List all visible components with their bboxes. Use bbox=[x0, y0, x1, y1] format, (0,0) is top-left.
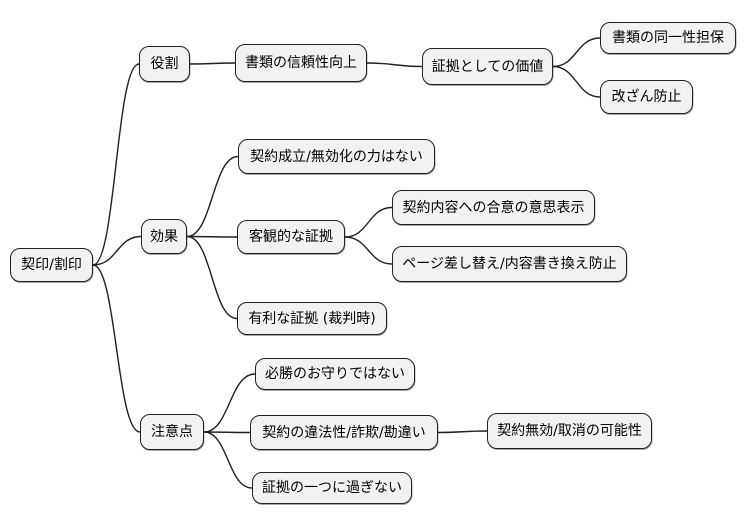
node-doitsusei: 書類の同一性担保 bbox=[600, 22, 736, 54]
node-hissho-omamori: 必勝のお守りではない bbox=[255, 358, 415, 390]
node-keiyaku-muko: 契約無効/取消の可能性 bbox=[487, 413, 652, 449]
edge-shinraisei-shoko-kachi bbox=[366, 62, 423, 68]
edge-yakuwari-shinraisei bbox=[189, 62, 236, 65]
edge-kouka-kyakkanteki bbox=[186, 235, 238, 238]
node-kaizan-boshi: 改ざん防止 bbox=[600, 80, 693, 114]
edge-kouka-yurina-shoko bbox=[186, 235, 238, 320]
node-yurina-shoko: 有利な証拠 (裁判時) bbox=[237, 302, 387, 335]
node-goui-ishihyoji: 契約内容への合意の意思表示 bbox=[392, 190, 595, 225]
node-shoko-kachi: 証拠としての価値 bbox=[422, 48, 553, 85]
edge-root-chuiten bbox=[92, 264, 141, 433]
edge-root-yakuwari bbox=[92, 63, 140, 266]
edge-root-kouka bbox=[92, 235, 142, 266]
edge-kouka-seiritsu-mukoka bbox=[186, 155, 239, 238]
node-sashikae-boshi: ページ差し替え/内容書き換え防止 bbox=[392, 246, 627, 282]
edge-shoko-kachi-kaizan-boshi bbox=[552, 65, 601, 98]
edge-chuiten-hissho-omamori bbox=[203, 373, 256, 433]
node-kyakkanteki: 客観的な証拠 bbox=[237, 220, 345, 254]
node-root: 契印/割印 bbox=[10, 248, 93, 282]
edge-chuiten-shoko-hitotsu bbox=[203, 431, 253, 489]
edge-kyakkanteki-goui-ishihyoji bbox=[344, 206, 393, 238]
node-chuiten: 注意点 bbox=[140, 414, 204, 450]
node-kouka: 効果 bbox=[141, 219, 187, 254]
edge-shoko-kachi-doitsusei bbox=[552, 37, 601, 68]
node-seiritsu-mukoka: 契約成立/無効化の力はない bbox=[238, 139, 435, 174]
node-ihosei-sagi: 契約の違法性/詐欺/勘違い bbox=[250, 415, 438, 450]
node-shinraisei: 書類の信頼性向上 bbox=[235, 44, 367, 82]
edge-kyakkanteki-sashikae-boshi bbox=[344, 236, 393, 265]
edge-ihosei-sagi-keiyaku-muko bbox=[437, 430, 488, 434]
edge-chuiten-ihosei-sagi bbox=[203, 431, 251, 434]
node-shoko-hitotsu: 証拠の一つに過ぎない bbox=[252, 472, 412, 504]
node-yakuwari: 役割 bbox=[139, 46, 190, 82]
